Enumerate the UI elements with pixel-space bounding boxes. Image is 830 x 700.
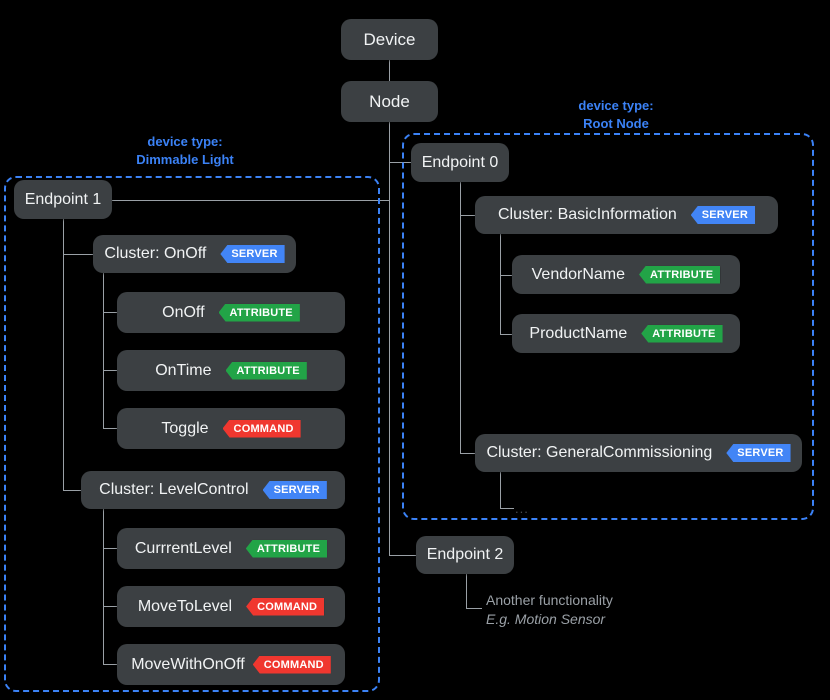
connector-endpoint0-generalcomm — [460, 453, 475, 454]
cluster-onoff[interactable]: Cluster: OnOff SERVER — [93, 235, 296, 273]
attribute-onoff-label: OnOff — [162, 303, 205, 321]
command-movetolevel-label: MoveToLevel — [137, 597, 233, 615]
generalcommissioning-ellipsis: ... — [515, 501, 529, 516]
attribute-productname-label: ProductName — [529, 324, 628, 342]
cluster-basicinformation-label: Cluster: BasicInformation — [498, 206, 677, 223]
command-movetolevel[interactable]: MoveToLevel COMMAND — [117, 586, 345, 627]
node-node-label: Node — [369, 91, 410, 111]
badge-attribute: ATTRIBUTE — [245, 539, 328, 558]
badge-attribute: ATTRIBUTE — [225, 361, 307, 380]
connector-basicinfo-bus — [500, 233, 501, 334]
command-toggle-label: Toggle — [161, 419, 209, 437]
region-label-value: Root Node — [583, 116, 649, 131]
badge-attribute: ATTRIBUTE — [218, 303, 300, 322]
connector-levelcontrol-child-2 — [103, 606, 117, 607]
connector-onoff-child-2 — [103, 370, 117, 371]
node-node[interactable]: Node — [341, 81, 438, 122]
endpoint-2[interactable]: Endpoint 2 — [416, 536, 514, 574]
connector-endpoint2-bus — [466, 573, 467, 608]
connector-basicinfo-child-2 — [500, 334, 512, 335]
badge-command: COMMAND — [246, 597, 325, 616]
endpoint-0[interactable]: Endpoint 0 — [411, 143, 509, 182]
region-label-value: Dimmable Light — [136, 152, 234, 167]
command-movewithonoff-label: MoveWithOnOff — [131, 655, 245, 673]
connector-basicinfo-child-1 — [500, 275, 512, 276]
attribute-onoff[interactable]: OnOff ATTRIBUTE — [117, 292, 345, 333]
attribute-currrentlevel[interactable]: CurrrentLevel ATTRIBUTE — [117, 528, 345, 569]
cluster-basicinformation[interactable]: Cluster: BasicInformation SERVER — [475, 196, 778, 234]
node-device-label: Device — [363, 29, 416, 49]
attribute-ontime-label: OnTime — [155, 361, 212, 379]
connector-trunk-endpoint0 — [389, 162, 411, 163]
cluster-onoff-label: Cluster: OnOff — [104, 245, 207, 262]
command-movewithonoff[interactable]: MoveWithOnOff COMMAND — [117, 644, 345, 685]
region-label-root-node: device type: Root Node — [503, 97, 729, 133]
badge-attribute: ATTRIBUTE — [641, 324, 723, 343]
connector-endpoint0-bus — [460, 180, 461, 453]
connector-trunk-endpoint2 — [389, 555, 416, 556]
connector-generalcomm-bus — [500, 471, 501, 508]
attribute-currrentlevel-label: CurrrentLevel — [134, 539, 232, 557]
attribute-productname[interactable]: ProductName ATTRIBUTE — [512, 314, 740, 353]
region-label-dimmable-light: device type: Dimmable Light — [70, 133, 300, 169]
region-label-prefix: device type: — [147, 134, 223, 149]
connector-onoff-bus — [103, 272, 104, 428]
endpoint-1-label: Endpoint 1 — [24, 190, 102, 208]
region-dimmable-light — [4, 176, 380, 692]
connector-generalcomm-child — [500, 508, 514, 509]
cluster-generalcommissioning[interactable]: Cluster: GeneralCommissioning SERVER — [475, 434, 802, 472]
region-root-node — [402, 133, 814, 520]
connector-endpoint2-note — [466, 608, 482, 609]
badge-server: SERVER — [726, 444, 791, 462]
connector-levelcontrol-child-3 — [103, 664, 117, 665]
endpoint-1[interactable]: Endpoint 1 — [14, 180, 112, 219]
connector-levelcontrol-child-1 — [103, 548, 117, 549]
connector-onoff-child-1 — [103, 312, 117, 313]
connector-onoff-child-3 — [103, 428, 117, 429]
cluster-levelcontrol-label: Cluster: LevelControl — [99, 481, 249, 498]
attribute-vendorname[interactable]: VendorName ATTRIBUTE — [512, 255, 740, 294]
connector-node-trunk — [389, 121, 390, 555]
badge-command: COMMAND — [222, 419, 301, 438]
connector-device-node — [389, 59, 390, 82]
badge-attribute: ATTRIBUTE — [639, 265, 721, 284]
endpoint-2-label: Endpoint 2 — [426, 546, 504, 563]
connector-endpoint1-onoff — [63, 254, 93, 255]
badge-server: SERVER — [262, 481, 327, 499]
command-toggle[interactable]: Toggle COMMAND — [117, 408, 345, 449]
connector-endpoint1-bus — [63, 218, 64, 490]
endpoint-2-note-secondary: E.g. Motion Sensor — [486, 611, 606, 627]
connector-trunk-endpoint1 — [112, 200, 390, 201]
cluster-levelcontrol[interactable]: Cluster: LevelControl SERVER — [81, 471, 345, 509]
attribute-ontime[interactable]: OnTime ATTRIBUTE — [117, 350, 345, 391]
badge-command: COMMAND — [252, 655, 331, 674]
endpoint-2-note-primary: Another functionality — [486, 592, 613, 608]
cluster-generalcommissioning-label: Cluster: GeneralCommissioning — [486, 444, 713, 461]
connector-endpoint1-levelcontrol — [63, 490, 81, 491]
connector-levelcontrol-bus — [103, 508, 104, 664]
node-device[interactable]: Device — [341, 19, 438, 60]
badge-server: SERVER — [690, 206, 755, 224]
region-label-prefix: device type: — [578, 98, 654, 113]
endpoint-0-label: Endpoint 0 — [421, 153, 499, 171]
attribute-vendorname-label: VendorName — [531, 265, 626, 283]
badge-server: SERVER — [220, 245, 285, 263]
connector-endpoint0-basicinfo — [460, 215, 475, 216]
